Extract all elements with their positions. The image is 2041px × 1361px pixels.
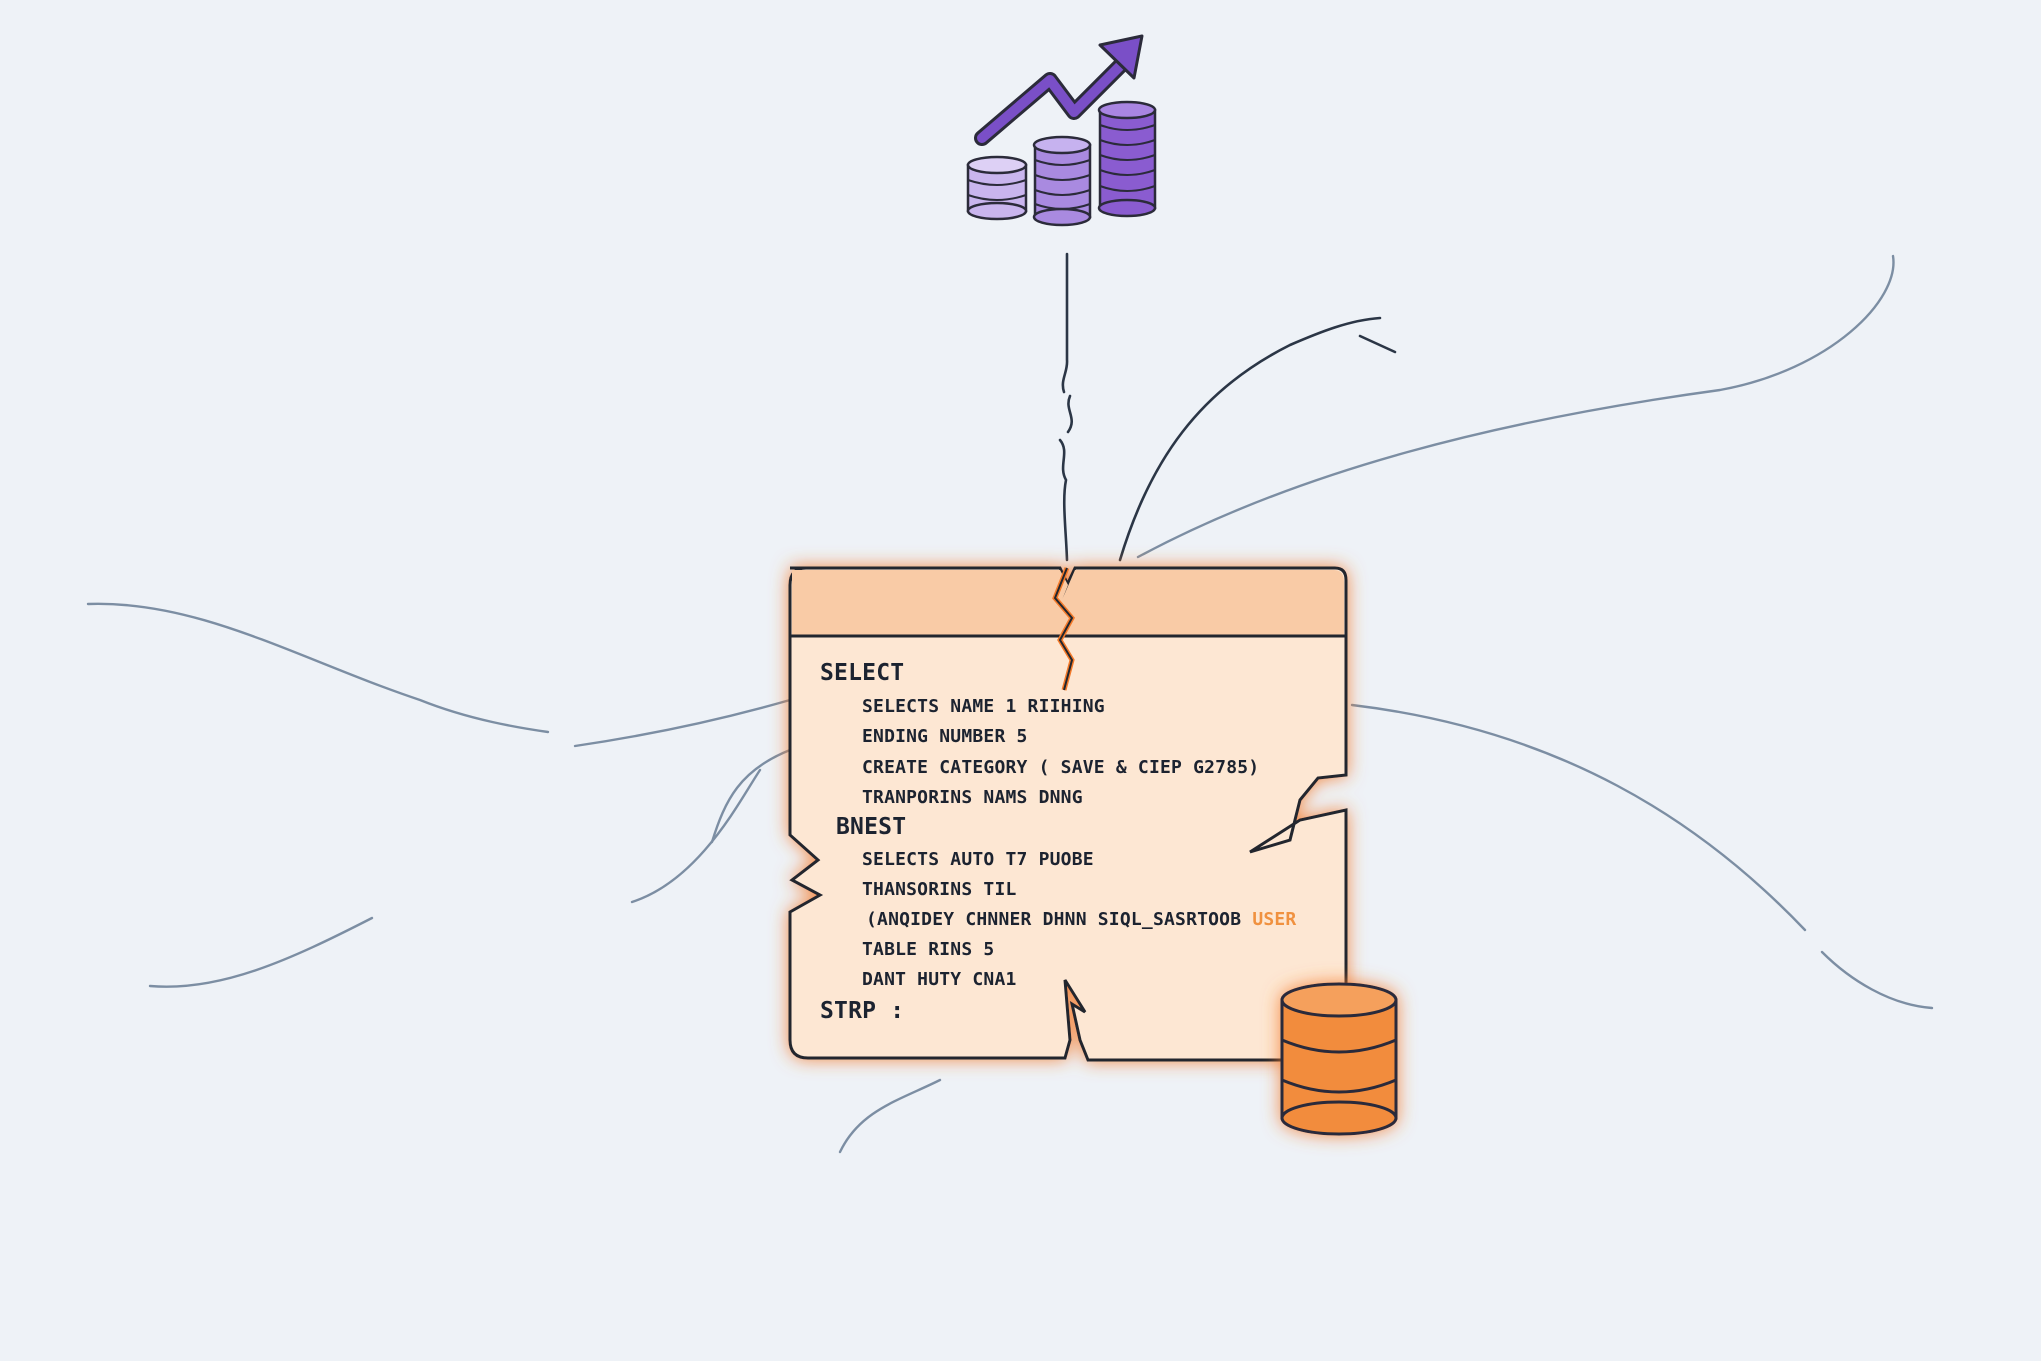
code-line-9: (ANQIDEY CHNNER DHNN SIQL_SASRTOOB USER xyxy=(866,909,1296,930)
code-panel-header xyxy=(792,570,1344,636)
code-line-4: CREATE CATEGORY ( SAVE & CIEP G2785) xyxy=(862,757,1260,778)
coin-stack-medium xyxy=(1032,135,1092,227)
vertical-link xyxy=(1058,252,1073,562)
growth-chart-coins-icon xyxy=(966,34,1157,227)
coin-stack-small xyxy=(966,155,1028,221)
code-line-1: SELECT xyxy=(820,660,905,686)
code-panel-body xyxy=(788,566,1348,1062)
code-line-2: SELECTS NAME 1 RIIHING xyxy=(862,696,1105,717)
database-icon xyxy=(1280,982,1398,1136)
code-line-12: STRP : xyxy=(820,998,905,1024)
code-keyword-highlight: USER xyxy=(1252,909,1297,930)
code-line-10: TABLE RINS 5 xyxy=(862,939,995,960)
code-line-6: BNEST xyxy=(836,814,907,840)
code-panel xyxy=(788,566,1348,1062)
background-wires xyxy=(86,254,1934,1154)
coin-stack-large xyxy=(1097,100,1157,218)
trend-arrow xyxy=(974,34,1144,146)
code-line-5: TRANPORINS NAMS DNNG xyxy=(862,787,1083,808)
code-line-3: ENDING NUMBER 5 xyxy=(862,726,1028,747)
code-line-7: SELECTS AUTO T7 PUOBE xyxy=(862,849,1094,870)
code-line-8: THANSORINS TIL xyxy=(862,879,1017,900)
code-line-9-text: (ANQIDEY CHNNER DHNN SIQL_SASRTOOB xyxy=(866,909,1242,930)
code-line-11: DANT HUTY CNA1 xyxy=(862,969,1017,990)
